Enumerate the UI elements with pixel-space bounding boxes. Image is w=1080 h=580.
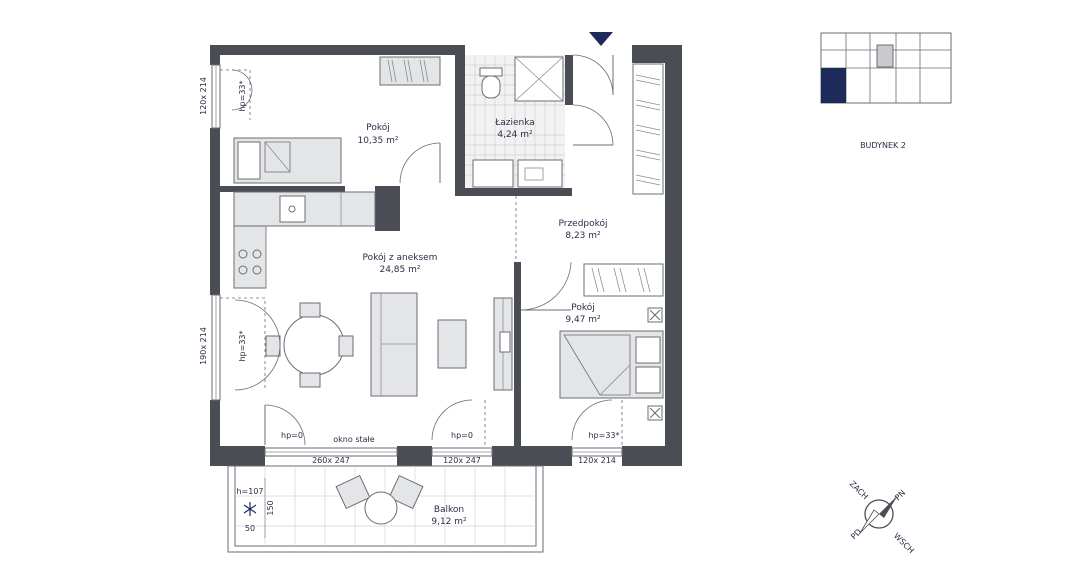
- hp-left-top: hp=33*: [238, 80, 247, 111]
- room-labels: Pokój 10,35 m² Łazienka 4,24 m² Przedpok…: [357, 118, 607, 527]
- compass-icon: ZACH PN PD WSCH: [848, 479, 916, 555]
- window-left-mid-label: 190x 214: [199, 327, 208, 365]
- room-small-name: Pokój: [366, 122, 390, 133]
- snowflake-icon: [243, 502, 257, 516]
- hp-bottom-1: hp=0: [281, 431, 303, 440]
- living-area: 24,85 m²: [379, 265, 420, 275]
- bathroom-name: Łazienka: [494, 118, 535, 128]
- bedroom-name: Pokój: [571, 302, 595, 313]
- compass-n: PN: [893, 488, 907, 502]
- hall-name: Przedpokój: [558, 218, 607, 229]
- window-bottom-1-label: 260x 247: [312, 456, 350, 465]
- balcony-name: Balkon: [434, 505, 464, 515]
- window-left-top-label: 120x 214: [199, 77, 208, 115]
- balcony-dims: h=107 150 50: [236, 487, 275, 533]
- building-keymap: BUDYNEK 2: [820, 32, 952, 150]
- window-bottom-3-label: 120x 214: [578, 456, 616, 465]
- balcony-height: h=107: [236, 487, 263, 496]
- hall-area: 8,23 m²: [565, 231, 601, 241]
- window-labels: 120x 214 190x 214 260x 247 120x 247 120x…: [199, 77, 620, 465]
- building-label: BUDYNEK 2: [860, 141, 906, 150]
- bathroom: [465, 55, 614, 188]
- hp-bottom-2: hp=0: [451, 431, 473, 440]
- room-small-furniture: [220, 56, 441, 184]
- bedroom: [559, 263, 664, 446]
- windows: [211, 64, 623, 457]
- balcony-depth: 150: [266, 500, 275, 515]
- apartment-highlight: [821, 68, 846, 103]
- bedroom-area: 9,47 m²: [565, 315, 601, 325]
- balcony-width: 50: [245, 524, 255, 533]
- compass-e: WSCH: [892, 531, 916, 555]
- bathroom-area: 4,24 m²: [497, 130, 533, 140]
- entrance-arrow-icon: [589, 32, 613, 46]
- fixed-window-label: okno stałe: [333, 435, 375, 444]
- window-bottom-2-label: 120x 247: [443, 456, 481, 465]
- room-small-area: 10,35 m²: [357, 136, 398, 146]
- walls: [210, 45, 682, 466]
- balcony-area: 9,12 m²: [431, 517, 467, 527]
- compass-s: PD: [849, 527, 863, 541]
- hp-bottom-3: hp=33*: [588, 431, 619, 440]
- balcony: [227, 465, 544, 553]
- kitchen: [233, 191, 376, 289]
- living-furniture: [220, 261, 572, 446]
- compass-w: ZACH: [848, 479, 870, 501]
- living-name: Pokój z aneksem: [363, 252, 438, 263]
- hp-left-mid: hp=33*: [238, 330, 247, 361]
- hall: [515, 32, 664, 262]
